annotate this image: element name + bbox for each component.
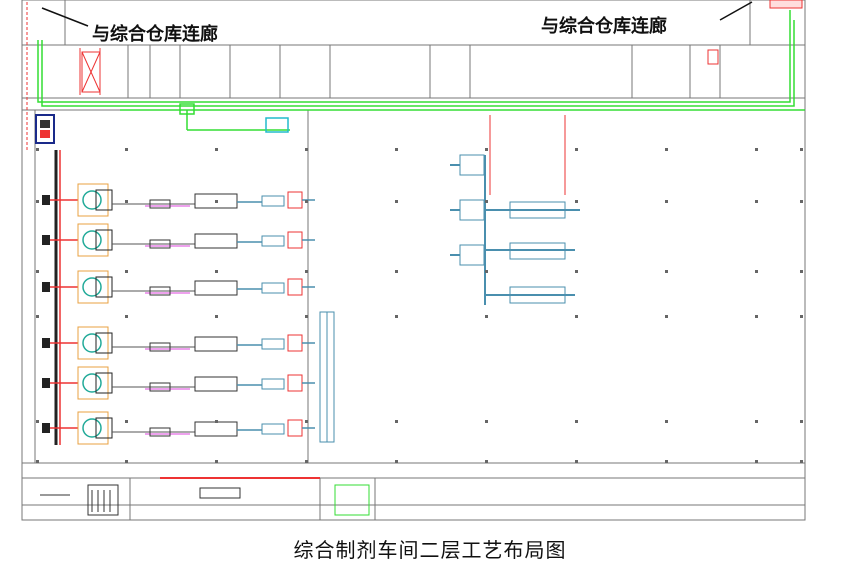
column-mark (395, 315, 398, 318)
column-mark (800, 270, 803, 273)
column-mark (125, 420, 128, 423)
figure-caption: 综合制剂车间二层工艺布局图 (293, 538, 567, 562)
column-mark (305, 460, 308, 463)
column-mark (395, 270, 398, 273)
column-mark (395, 420, 398, 423)
column-mark (485, 200, 488, 203)
right-equipment (265, 117, 580, 443)
production-line (42, 223, 315, 257)
bottom-rooms (40, 484, 370, 516)
column-mark (395, 148, 398, 151)
main-manifold (35, 114, 61, 445)
column-mark (665, 148, 668, 151)
column-mark (305, 270, 308, 273)
corridor-label-left: 与综合仓库连廊 (92, 24, 218, 45)
column-mark (665, 270, 668, 273)
column-mark (575, 315, 578, 318)
column-mark (800, 420, 803, 423)
production-line (42, 326, 315, 360)
column-mark (665, 315, 668, 318)
column-grid (36, 148, 803, 463)
column-mark (395, 460, 398, 463)
column-mark (215, 200, 218, 203)
column-mark (125, 200, 128, 203)
column-mark (305, 200, 308, 203)
column-mark (800, 315, 803, 318)
column-mark (800, 148, 803, 151)
column-mark (485, 270, 488, 273)
column-mark (755, 270, 758, 273)
green-pipes (37, 10, 805, 131)
column-mark (305, 420, 308, 423)
column-mark (36, 315, 39, 318)
column-mark (575, 420, 578, 423)
production-line (42, 270, 315, 304)
column-mark (305, 148, 308, 151)
column-mark (485, 148, 488, 151)
production-lines (42, 183, 315, 445)
column-mark (125, 270, 128, 273)
column-mark (125, 460, 128, 463)
column-mark (755, 420, 758, 423)
column-mark (575, 270, 578, 273)
column-mark (665, 460, 668, 463)
corridor-pointers (41, 1, 753, 27)
column-mark (305, 315, 308, 318)
column-mark (575, 148, 578, 151)
production-line (42, 183, 315, 217)
production-line (42, 366, 315, 400)
column-mark (215, 420, 218, 423)
column-mark (215, 460, 218, 463)
column-mark (36, 460, 39, 463)
column-mark (800, 460, 803, 463)
column-mark (36, 148, 39, 151)
column-mark (36, 420, 39, 423)
column-mark (485, 315, 488, 318)
corridor-label-right: 与综合仓库连廊 (541, 16, 667, 37)
column-mark (665, 200, 668, 203)
column-mark (395, 200, 398, 203)
column-mark (125, 148, 128, 151)
column-mark (125, 315, 128, 318)
column-mark (575, 460, 578, 463)
column-mark (215, 315, 218, 318)
column-mark (755, 200, 758, 203)
column-mark (485, 420, 488, 423)
column-mark (755, 148, 758, 151)
column-mark (755, 315, 758, 318)
column-mark (665, 420, 668, 423)
column-mark (215, 148, 218, 151)
column-mark (485, 460, 488, 463)
column-mark (755, 460, 758, 463)
building-frame (21, 0, 806, 521)
column-mark (36, 200, 39, 203)
fire-line (26, 0, 803, 479)
column-mark (36, 270, 39, 273)
column-mark (800, 200, 803, 203)
column-mark (575, 200, 578, 203)
column-mark (215, 270, 218, 273)
